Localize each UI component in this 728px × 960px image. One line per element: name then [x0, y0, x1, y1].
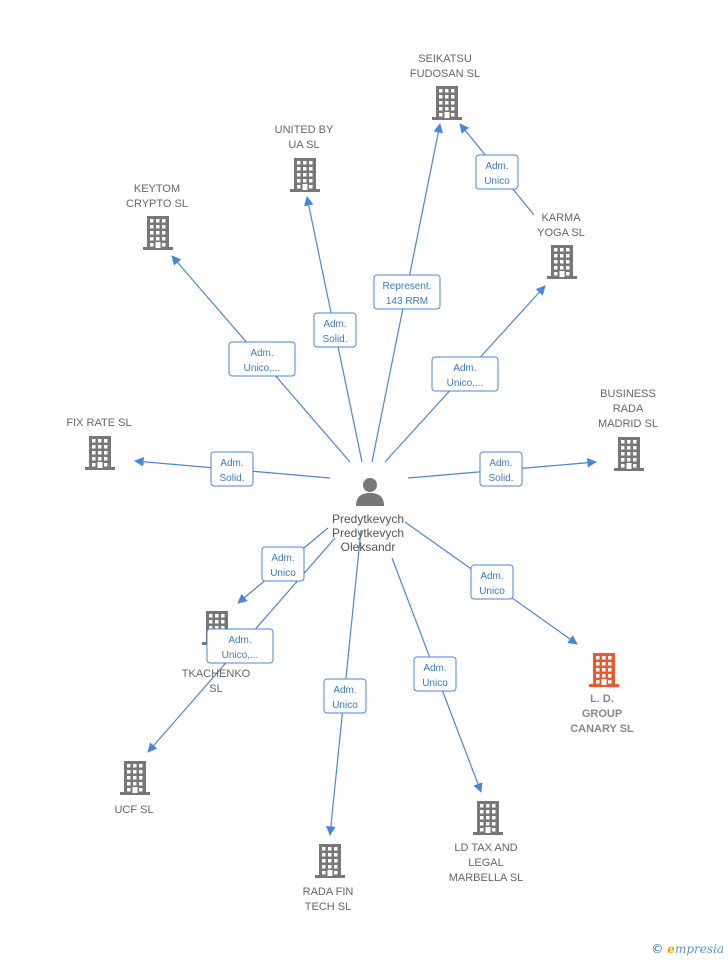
center-person-label[interactable]: Oleksandr — [341, 540, 396, 554]
edge-label-text: Represent. — [383, 281, 432, 292]
center-person-label[interactable]: Predytkevych — [332, 512, 404, 526]
node-label-ldtax[interactable]: LD TAX AND — [454, 842, 517, 854]
edge-label-text: Adm. — [323, 319, 346, 330]
edge-label-box[interactable] — [210, 451, 254, 487]
node-label-ldgroup[interactable]: CANARY SL — [570, 723, 634, 735]
edge-label-text: Unico — [479, 586, 505, 597]
node-label-united[interactable]: UA SL — [288, 139, 319, 151]
building-icon[interactable] — [315, 844, 345, 878]
node-label-business[interactable]: BUSINESS — [600, 388, 656, 400]
edge-label-box[interactable] — [228, 341, 296, 377]
edge-label-box[interactable] — [323, 678, 367, 714]
edge-label-text: Adm. — [271, 553, 294, 564]
edge-label-text: Unico,... — [447, 378, 484, 389]
edge-label-text: Unico,... — [244, 363, 281, 374]
node-label-fixrate[interactable]: FIX RATE SL — [66, 417, 131, 429]
node-label-tkachenko[interactable]: SL — [209, 683, 222, 695]
edge-label-fixrate[interactable]: Adm. Solid. — [210, 451, 254, 487]
edge-label-united[interactable]: Adm. Solid. — [313, 312, 357, 348]
node-label-keytom[interactable]: CRYPTO SL — [126, 198, 188, 210]
edge-label-box[interactable] — [413, 656, 457, 692]
edge-label-text: Adm. — [485, 161, 508, 172]
node-label-ldgroup[interactable]: L. D. — [590, 693, 614, 705]
center-person-label[interactable]: Predytkevych — [332, 526, 404, 540]
building-icon[interactable] — [614, 437, 644, 471]
node-label-radafin[interactable]: RADA FIN — [303, 886, 354, 898]
node-label-seikatsu[interactable]: FUDOSAN SL — [410, 68, 480, 80]
edge-label-keytom[interactable]: Adm. Unico,... — [228, 341, 296, 377]
building-icon[interactable] — [120, 761, 150, 795]
building-icon[interactable] — [290, 158, 320, 192]
edge-label-text: Adm. — [489, 458, 512, 469]
edge-label-ucf[interactable]: Adm. Unico,... — [206, 628, 274, 664]
brand-name: mpresia — [674, 942, 724, 956]
edge-label-seikatsu[interactable]: Represent. 143 RRM — [373, 274, 441, 310]
edge-label-text: Solid. — [322, 334, 347, 345]
edge-label-text: Adm. — [228, 635, 251, 646]
edge-label-text: Solid. — [219, 473, 244, 484]
edge-label-box[interactable] — [479, 451, 523, 487]
node-label-business[interactable]: RADA — [613, 403, 644, 415]
node-label-karma[interactable]: KARMA — [541, 212, 581, 224]
node-label-ldtax[interactable]: LEGAL — [468, 857, 503, 869]
edge-label-text: Unico — [484, 176, 510, 187]
building-icon[interactable] — [85, 436, 115, 470]
edge-label-box[interactable] — [470, 564, 514, 600]
edge-label-text: Unico,... — [222, 650, 259, 661]
building-icon[interactable] — [432, 86, 462, 120]
edge-label-box[interactable] — [206, 628, 274, 664]
edge-label-text: Adm. — [220, 458, 243, 469]
edge-label-tkachenko[interactable]: Adm. Unico — [261, 546, 305, 582]
node-label-united[interactable]: UNITED BY — [275, 124, 334, 136]
edge-label-radafin[interactable]: Adm. Unico — [323, 678, 367, 714]
edge-label-text: Unico — [422, 678, 448, 689]
edge-label-ldgroup[interactable]: Adm. Unico — [470, 564, 514, 600]
edge-label-text: Adm. — [453, 363, 476, 374]
edge-label-box[interactable] — [313, 312, 357, 348]
edge-label-box[interactable] — [373, 274, 441, 310]
edge-label-text: Adm. — [480, 571, 503, 582]
edge-label-box[interactable] — [431, 356, 499, 392]
edge-label-ldtax[interactable]: Adm. Unico — [413, 656, 457, 692]
edge-label-business[interactable]: Adm. Solid. — [479, 451, 523, 487]
node-label-karma[interactable]: YOGA SL — [537, 227, 585, 239]
edge-label-seikatsu2[interactable]: Adm. Unico — [475, 154, 519, 190]
edge-label-text: Unico — [332, 700, 358, 711]
building-icon[interactable] — [547, 245, 577, 279]
node-label-ucf[interactable]: UCF SL — [114, 804, 153, 816]
node-label-business[interactable]: MADRID SL — [598, 418, 658, 430]
brand-initial: e — [667, 942, 675, 956]
person-icon[interactable] — [356, 478, 384, 506]
building-icon[interactable] — [143, 216, 173, 250]
edge-label-text: Adm. — [423, 663, 446, 674]
edge-label-text: Solid. — [488, 473, 513, 484]
node-label-seikatsu[interactable]: SEIKATSU — [418, 53, 472, 65]
edge-label-text: Unico — [270, 568, 296, 579]
node-label-ldtax[interactable]: MARBELLA SL — [449, 872, 524, 884]
building-icon[interactable] — [473, 801, 503, 835]
edge-label-text: Adm. — [333, 685, 356, 696]
brand-watermark: ©empresia — [651, 942, 724, 956]
edge-label-text: Adm. — [250, 348, 273, 359]
building-icon[interactable] — [589, 653, 619, 687]
node-label-tkachenko[interactable]: TKACHENKO — [182, 668, 251, 680]
node-label-keytom[interactable]: KEYTOM — [134, 183, 180, 195]
edge-label-box[interactable] — [261, 546, 305, 582]
node-label-ldgroup[interactable]: GROUP — [582, 708, 622, 720]
edge-label-text: 143 RRM — [386, 296, 428, 307]
edge-label-karma[interactable]: Adm. Unico,... — [431, 356, 499, 392]
copyright-symbol: © — [651, 942, 664, 956]
edge-label-box[interactable] — [475, 154, 519, 190]
node-label-radafin[interactable]: TECH SL — [305, 901, 351, 913]
